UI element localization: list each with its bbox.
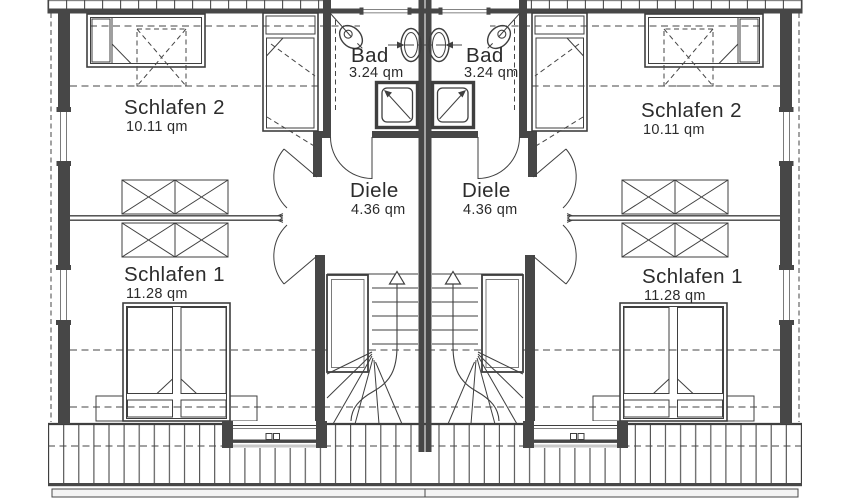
room-labels: Schlafen 2 10.11 qm Bad 3.24 qm Diele 4.… [124,44,743,304]
room-area-diele-left: 4.36 qm [351,202,406,218]
room-label-schlafen2-right: Schlafen 2 [641,99,742,122]
room-label-diele-right: Diele [462,179,511,202]
room-area-schlafen1-right: 11.28 qm [644,288,706,304]
room-label-bad-left: Bad [351,44,389,67]
room-label-schlafen1-right: Schlafen 1 [642,265,743,288]
room-area-schlafen2-right: 10.11 qm [643,122,705,138]
room-label-bad-right: Bad [466,44,504,67]
room-label-schlafen2-left: Schlafen 2 [124,96,225,119]
room-label-diele-left: Diele [350,179,399,202]
room-area-bad-right: 3.24 qm [464,65,519,81]
room-area-diele-right: 4.36 qm [463,202,518,218]
room-area-schlafen2-left: 10.11 qm [126,119,188,135]
room-area-schlafen1-left: 11.28 qm [126,286,188,302]
room-label-schlafen1-left: Schlafen 1 [124,263,225,286]
room-area-bad-left: 3.24 qm [349,65,404,81]
